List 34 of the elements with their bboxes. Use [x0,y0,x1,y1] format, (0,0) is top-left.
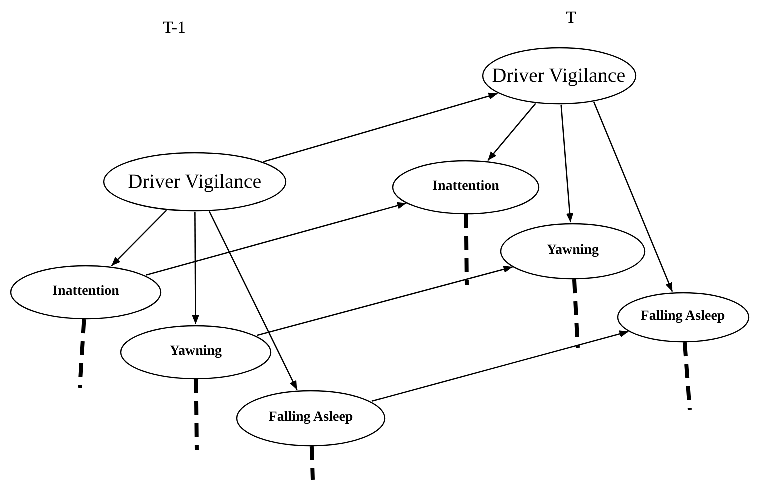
arrow [372,330,629,402]
arrow [560,104,574,223]
node-label: Yawning [170,344,222,360]
evidence-line [682,342,692,410]
ellipse-node [103,152,287,212]
evidence-line [78,319,86,388]
arrow [111,210,168,267]
ellipse-node [392,160,540,214]
evidence-line [194,379,199,450]
arrow [593,102,674,292]
ellipse-node [616,292,750,342]
arrow [256,266,513,336]
node-label: Inattention [432,179,500,195]
node-label: Driver Vigilance [128,170,262,194]
time-slice-label: T [566,8,576,28]
node-label: Driver Vigilance [492,64,626,88]
ellipse-node [482,47,636,105]
arrow [192,212,200,324]
arrow [146,202,407,276]
arrow [263,92,498,163]
arrow [488,103,536,162]
node-label: Inattention [52,284,120,300]
time-slice-label: T-1 [163,18,186,38]
node-label: Yawning [546,243,600,259]
node-label: Falling Asleep [268,410,354,426]
ellipse-node [500,222,646,280]
evidence-line [464,214,469,286]
ellipse-node [10,264,162,320]
evidence-line [572,279,580,348]
arrow [208,211,298,390]
evidence-line [310,446,315,480]
ellipse-node [236,390,386,446]
node-label: Falling Asleep [640,309,726,325]
ellipse-node [120,324,272,380]
